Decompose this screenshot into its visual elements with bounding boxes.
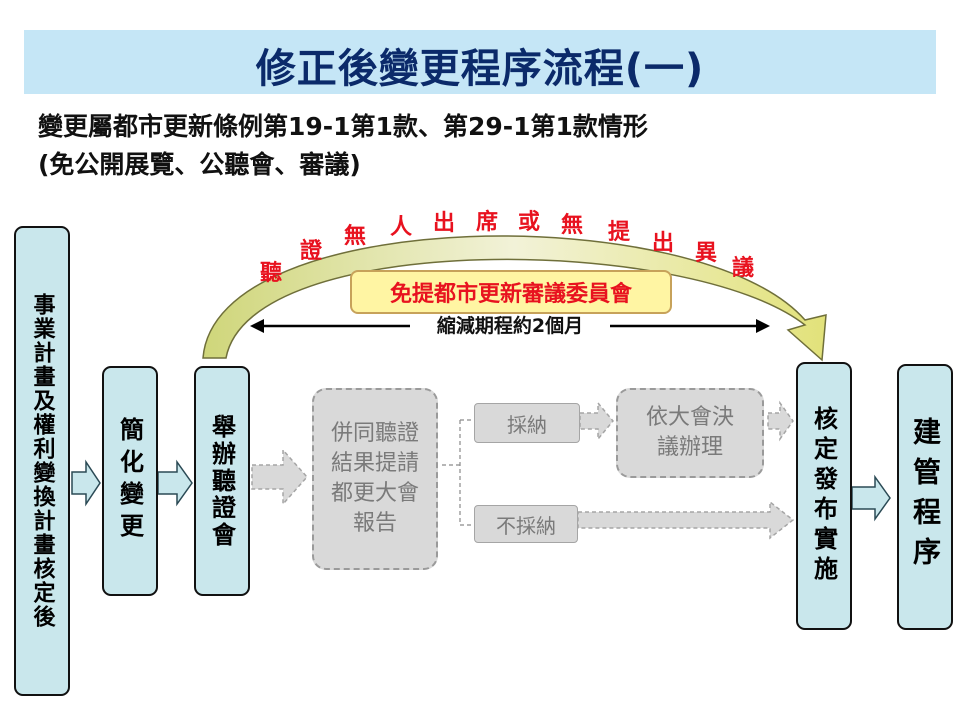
step-approved-plan-label: 事業計畫及權利變換計畫核定後 <box>29 293 55 629</box>
arc-char: 證 <box>300 239 323 264</box>
subtitle: 變更屬都市更新條例第19-1第1款、第29-1第1款情形 (免公開展覽、公聽會、… <box>38 108 648 184</box>
subtitle-line-2: (免公開展覽、公聽會、審議) <box>38 150 361 179</box>
title-bar: 修正後變更程序流程(一) <box>24 30 936 94</box>
arc-char: 人 <box>390 215 413 240</box>
step-hold-hearing: 舉辦聽證會 <box>194 366 250 596</box>
arrow-1-to-2 <box>71 459 101 507</box>
arc-char: 提 <box>608 220 631 245</box>
arrow-reject-to-approve <box>577 500 795 540</box>
step-report-to-committee-label: 併同聽證結果提請都更大會報告 <box>330 421 419 536</box>
arc-char: 出 <box>652 231 675 256</box>
page-title: 修正後變更程序流程(一) <box>255 46 705 92</box>
arc-char: 席 <box>476 210 499 235</box>
arc-char: 異 <box>695 241 718 266</box>
option-reject-label: 不採納 <box>496 513 556 538</box>
arrow-adopt-to-resolution <box>579 400 614 442</box>
option-adopt: 採納 <box>474 403 580 443</box>
step-approve-publish-label: 核定發布實施 <box>809 406 838 586</box>
step-handle-by-resolution-label: 依大會決議辦理 <box>645 405 734 460</box>
step-hold-hearing-label: 舉辦聽證會 <box>207 413 236 549</box>
step-simplified-change: 簡化變更 <box>102 366 158 596</box>
arrow-3-to-4 <box>251 448 309 506</box>
step-simplified-change-label: 簡化變更 <box>115 417 144 545</box>
arrow-2-to-3 <box>157 459 193 507</box>
arc-char: 聽 <box>260 261 283 286</box>
arc-char: 議 <box>732 256 755 281</box>
step-building-procedure-label: 建管程序 <box>909 417 942 577</box>
subtitle-line-1: 變更屬都市更新條例第19-1第1款、第29-1第1款情形 <box>38 112 648 141</box>
step-approved-plan: 事業計畫及權利變換計畫核定後 <box>14 226 70 696</box>
arc-char: 或 <box>518 210 541 235</box>
arc-char: 出 <box>433 211 456 236</box>
option-adopt-label: 採納 <box>507 412 547 437</box>
reduction-arrow-right <box>756 319 770 333</box>
branch-connector <box>442 419 472 526</box>
option-reject: 不採納 <box>474 505 578 543</box>
step-report-to-committee: 併同聽證結果提請都更大會報告 <box>312 388 438 570</box>
time-reduction-label: 縮減期程約2個月 <box>410 315 610 337</box>
arc-char: 無 <box>344 224 367 249</box>
step-building-procedure: 建管程序 <box>897 364 953 630</box>
arrow-7-to-8 <box>851 474 891 522</box>
step-approve-publish: 核定發布實施 <box>796 362 852 630</box>
arc-char: 無 <box>561 213 584 238</box>
arrow-resolution-to-approve <box>767 400 794 442</box>
reduction-arrow-left <box>250 319 264 333</box>
step-handle-by-resolution: 依大會決議辦理 <box>616 388 764 478</box>
no-committee-label: 免提都市更新審議委員會 <box>350 270 672 314</box>
